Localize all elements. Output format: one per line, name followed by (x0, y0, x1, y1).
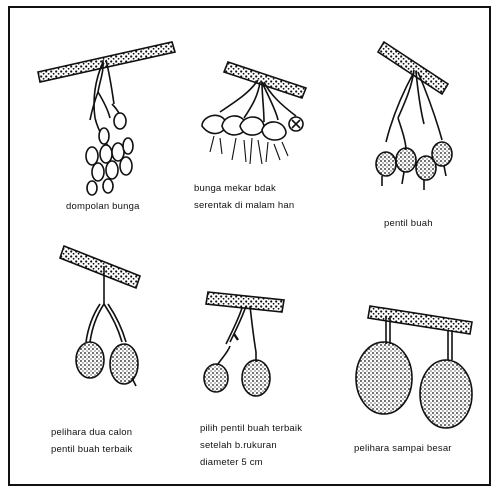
panel-3-drawing (376, 42, 452, 190)
panel-4-drawing (60, 246, 140, 386)
caption-line: pentil buah (384, 215, 433, 232)
caption-line: bunga mekar bdak (194, 180, 294, 197)
caption-panel-3: pentil buah (384, 215, 433, 232)
panel-2-drawing (202, 62, 306, 164)
caption-line: diameter 5 cm (200, 454, 302, 471)
caption-line: pentil buah terbaik (51, 441, 132, 458)
caption-panel-4: pelihara dua calon pentil buah terbaik (51, 424, 132, 458)
caption-panel-1: dompolan bunga (66, 198, 140, 215)
selected-fruit-small (204, 364, 228, 392)
panel-5-drawing (204, 292, 284, 396)
candidate-fruit-right (110, 344, 138, 384)
caption-line: pilih pentil buah terbaik (200, 420, 302, 437)
branch-6 (368, 306, 472, 334)
mature-fruit-left (356, 342, 412, 414)
branch-4 (60, 246, 140, 288)
caption-line: dompolan bunga (66, 198, 140, 215)
branch-3 (378, 42, 448, 94)
caption-line: pelihara dua calon (51, 424, 132, 441)
selected-fruit-large (242, 360, 270, 396)
candidate-fruit-left (76, 342, 104, 378)
caption-line: serentak di malam han (194, 197, 294, 214)
caption-line: pelihara sampai besar (354, 440, 452, 457)
young-fruit (376, 152, 396, 176)
panel-6-drawing (356, 306, 472, 428)
caption-panel-5: pilih pentil buah terbaik setelah b.ruku… (200, 420, 302, 471)
flower-bud (114, 113, 126, 129)
mature-fruit-right (420, 360, 472, 428)
caption-panel-2: bunga mekar bdak serentak di malam han (194, 180, 294, 214)
panel-1-drawing (38, 42, 175, 195)
branch-2 (224, 62, 306, 98)
caption-panel-6: pelihara sampai besar (354, 440, 452, 457)
caption-line: setelah b.rukuran (200, 437, 302, 454)
